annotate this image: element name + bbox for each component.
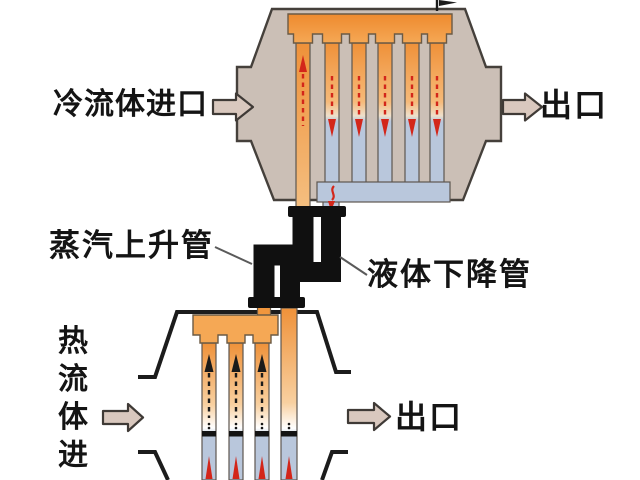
cold-inlet-label: 冷流体进口 — [53, 88, 208, 121]
tube-joints — [202, 422, 297, 437]
vent-icon — [435, 0, 457, 11]
top-flow-arrows — [299, 55, 441, 137]
bottom-outlet-label: 出口 — [395, 399, 464, 435]
steam-riser-pipe — [248, 206, 319, 308]
hot-inlet-label: 热流体进 — [58, 325, 88, 472]
steam-riser-leader — [214, 246, 253, 265]
top-cold-header — [316, 181, 451, 203]
bottom-liquid-arrows — [205, 456, 293, 479]
bottom-hot-header — [192, 314, 279, 344]
liquid-downcomer-label: 液体下降管 — [367, 257, 532, 292]
leader-lines — [214, 246, 368, 276]
top-outlet-label: 出口 — [540, 87, 609, 123]
cold-inlet-arrow — [211, 92, 255, 122]
hot-inlet-arrow — [101, 402, 145, 433]
top-hot-header — [287, 13, 453, 44]
downcomer-leader — [339, 256, 368, 276]
flow-block-arrows — [101, 92, 544, 433]
steam-riser-label: 蒸汽上升管 — [49, 228, 214, 263]
bottom-outlet-arrow — [346, 401, 392, 432]
bottom-steam-arrows — [204, 354, 267, 418]
top-outlet-arrow — [501, 92, 544, 122]
liquid-downcomer-pipe — [275, 206, 346, 308]
bottom-shell — [138, 310, 351, 480]
